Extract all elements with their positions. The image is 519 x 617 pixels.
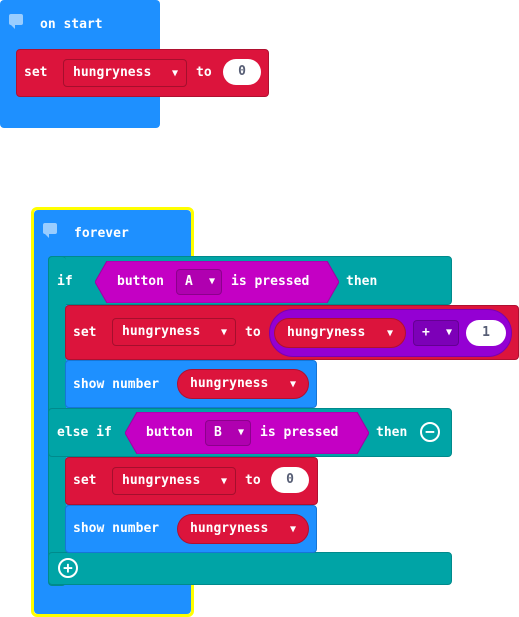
chevron-down-icon: ▼ (220, 476, 227, 487)
if-else-footer[interactable] (48, 552, 452, 585)
button-a-dropdown[interactable]: A ▼ (176, 269, 222, 295)
chevron-down-icon: ▼ (289, 379, 296, 390)
variable-name: hungryness (287, 325, 366, 340)
value-input[interactable]: 0 (271, 467, 309, 493)
variable-dropdown[interactable]: hungryness ▼ (112, 467, 236, 495)
to-label: to (245, 473, 261, 488)
minus-circle-icon[interactable]: − (420, 422, 440, 442)
is-pressed-label: is pressed (231, 274, 310, 289)
variable-name: hungryness (190, 521, 269, 536)
chevron-down-icon: ▼ (171, 68, 178, 79)
math-value-input[interactable]: 1 (466, 320, 506, 346)
button-b-dropdown[interactable]: B ▼ (205, 420, 251, 446)
comment-icon[interactable] (9, 14, 23, 29)
show-number-variable[interactable]: hungryness ▼ (177, 369, 309, 399)
chevron-down-icon: ▼ (386, 328, 393, 339)
button-label: button (146, 425, 193, 440)
variable-dropdown[interactable]: hungryness ▼ (112, 318, 236, 346)
variable-dropdown[interactable]: hungryness ▼ (63, 59, 187, 87)
operator-value: + (422, 325, 430, 340)
then-label: then (376, 425, 408, 440)
set-label: set (24, 65, 48, 80)
variable-name: hungryness (73, 65, 152, 80)
show-number-label: show number (73, 377, 160, 392)
variable-name: hungryness (122, 324, 201, 339)
set-label: set (73, 473, 97, 488)
chevron-down-icon: ▼ (445, 327, 452, 338)
chevron-down-icon: ▼ (208, 276, 215, 287)
chevron-down-icon: ▼ (237, 427, 244, 438)
math-operand-variable[interactable]: hungryness ▼ (274, 318, 406, 348)
button-label: button (117, 274, 164, 289)
set-label: set (73, 325, 97, 340)
comment-icon[interactable] (43, 223, 57, 238)
is-pressed-label: is pressed (260, 425, 339, 440)
show-number-label: show number (73, 521, 160, 536)
value-input[interactable]: 0 (223, 59, 261, 85)
if-label: if (57, 274, 73, 289)
then-label: then (346, 274, 378, 289)
to-label: to (245, 325, 261, 340)
on-start-title: on start (40, 17, 103, 32)
show-number-variable[interactable]: hungryness ▼ (177, 514, 309, 544)
forever-title: forever (74, 226, 129, 241)
math-operator-dropdown[interactable]: + ▼ (413, 320, 459, 346)
button-b-value: B (214, 425, 222, 440)
variable-name: hungryness (190, 376, 269, 391)
plus-circle-icon[interactable]: + (58, 558, 78, 578)
to-label: to (196, 65, 212, 80)
else-if-label: else if (57, 425, 112, 440)
button-a-value: A (185, 274, 193, 289)
chevron-down-icon: ▼ (220, 327, 227, 338)
variable-name: hungryness (122, 473, 201, 488)
chevron-down-icon: ▼ (289, 524, 296, 535)
